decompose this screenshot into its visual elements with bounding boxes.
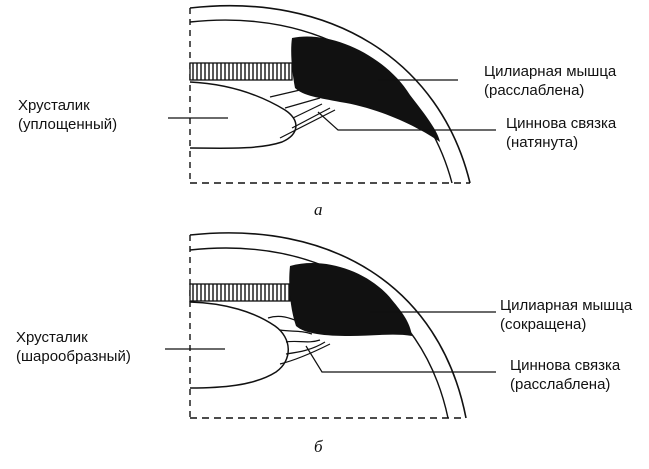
ligament-label-a: Циннова связка (натянута): [506, 114, 616, 152]
ciliary-muscle-b: [289, 263, 412, 336]
ligament-label-a-line2: (натянута): [506, 134, 579, 151]
lens-label-b: Хрусталик (шарообразный): [16, 328, 131, 366]
panel-a: [168, 4, 496, 184]
caption-b: б: [314, 437, 323, 456]
zonule-fibers-a: [269, 89, 336, 139]
ligament-label-b: Циннова связка (расслаблена): [510, 356, 620, 394]
iris-a: [189, 62, 293, 81]
sclera-outer-b: [189, 232, 467, 419]
lens-label-b-line1: Хрусталик: [16, 329, 88, 346]
muscle-label-a-line2: (расслаблена): [484, 82, 585, 99]
ligament-label-b-line1: Циннова связка: [510, 357, 621, 374]
ciliary-muscle-a: [291, 36, 440, 142]
leader-ligament-b: [305, 345, 496, 373]
ligament-label-a-line1: Циннова связка: [506, 115, 617, 132]
lens-label-a-line1: Хрусталик: [18, 97, 90, 114]
muscle-label-b-line2: (сокращена): [500, 316, 587, 333]
ligament-label-b-line2: (расслаблена): [510, 376, 611, 393]
lens-a: [189, 81, 297, 149]
caption-a: а: [314, 200, 323, 219]
lens-label-a-line2: (уплощенный): [18, 116, 118, 133]
muscle-label-b-line1: Цилиарная мышца: [500, 297, 633, 314]
sclera-outer-a: [189, 4, 471, 184]
muscle-label-a: Цилиарная мышца (расслаблена): [484, 62, 616, 100]
muscle-label-b: Цилиарная мышца (сокращена): [500, 296, 632, 334]
muscle-label-a-line1: Цилиарная мышца: [484, 63, 617, 80]
lens-label-a: Хрусталик (уплощенный): [18, 96, 117, 134]
leader-ligament-a: [317, 111, 496, 131]
panel-b: [165, 232, 496, 419]
zonule-fibers-b: [267, 315, 331, 365]
lens-label-b-line2: (шарообразный): [16, 348, 131, 365]
iris-b: [189, 283, 291, 302]
lens-b: [189, 301, 289, 389]
